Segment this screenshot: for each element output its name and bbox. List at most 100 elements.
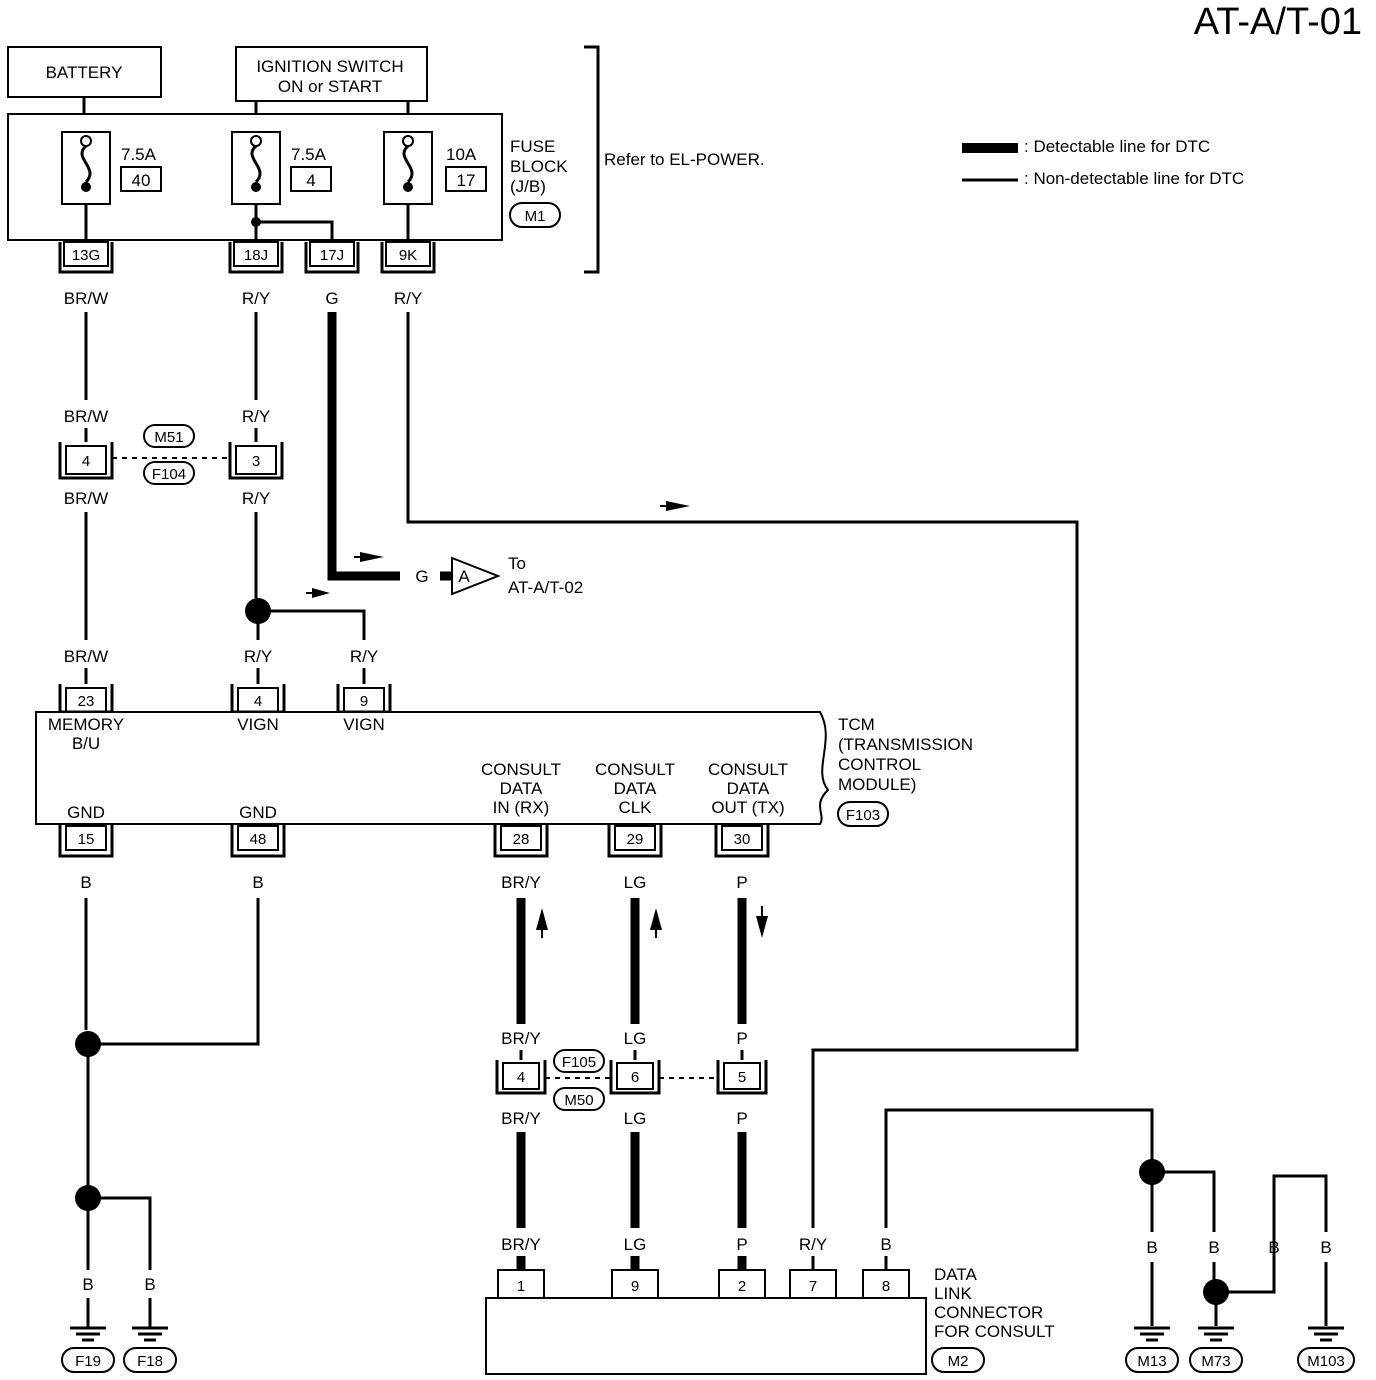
junction-m51: 4 3 M51 F104 [58, 424, 284, 485]
tcm-memory-1: MEMORY [48, 715, 124, 734]
tcm-pin-4: 4 [230, 684, 286, 714]
wire-label-ry-6: R/Y [350, 647, 378, 666]
tcm-clk-1: CONSULT [595, 760, 675, 779]
tcm-title-1: TCM [838, 715, 875, 734]
tcm-pin-9: 9 [336, 684, 392, 714]
tcm-vign-2: VIGN [343, 715, 385, 734]
fuse-4 [231, 131, 281, 205]
svg-text:9K: 9K [399, 247, 417, 264]
wire-label-ry-2: R/Y [394, 289, 422, 308]
tcm-vign-1: VIGN [237, 715, 279, 734]
svg-text:M13: M13 [1137, 1353, 1166, 1370]
dlc-title-4: FOR CONSULT [934, 1322, 1055, 1341]
svg-text:M73: M73 [1201, 1353, 1230, 1370]
tcm-tx-2: DATA [727, 779, 770, 798]
wire-label-g-2: G [415, 567, 428, 586]
wire-label-bry-1: BR/Y [501, 873, 541, 892]
fuse-number-1: 40 [132, 171, 151, 190]
wire-label-b-6: B [1208, 1238, 1219, 1257]
tcm-clk-3: CLK [618, 798, 652, 817]
svg-text:M103: M103 [1307, 1353, 1345, 1370]
svg-text:4: 4 [254, 693, 262, 710]
tcm-tx-3: OUT (TX) [711, 798, 784, 817]
wire-label-b-9: B [880, 1235, 891, 1254]
wire-label-b-8: B [1320, 1238, 1331, 1257]
ignition-label-1: IGNITION SWITCH [256, 57, 403, 76]
svg-text:9: 9 [360, 693, 368, 710]
fuse-17 [383, 131, 433, 205]
svg-text:1: 1 [517, 1278, 525, 1295]
svg-text:9: 9 [631, 1278, 639, 1295]
wire-label-p-2: P [736, 1029, 747, 1048]
wire-label-p-4: P [736, 1235, 747, 1254]
wire-label-p-3: P [736, 1109, 747, 1128]
wire-label-bry-2: BR/Y [501, 1029, 541, 1048]
wire-label-lg-3: LG [624, 1109, 647, 1128]
wire-label-g-1: G [325, 289, 338, 308]
tcm-rx-1: CONSULT [481, 760, 561, 779]
svg-text:8: 8 [882, 1278, 890, 1295]
wire-label-b-5: B [1146, 1238, 1157, 1257]
dlc-pin-9: 9 [611, 1269, 659, 1299]
tcm-pin-23: 23 [58, 684, 114, 714]
svg-text:28: 28 [513, 831, 530, 848]
fuse-40 [61, 131, 111, 205]
svg-text:17J: 17J [320, 247, 344, 264]
ground-m103: M103 [1297, 1326, 1355, 1373]
ignition-switch-box [235, 46, 428, 102]
battery-label: BATTERY [46, 63, 123, 82]
data-link-connector [485, 1297, 927, 1375]
wire-label-lg-1: LG [624, 873, 647, 892]
terminal-13g: 13G [58, 241, 114, 274]
wire-label-bry-3: BR/Y [501, 1109, 541, 1128]
wire-label-ry-3: R/Y [242, 407, 270, 426]
tcm-pin-28: 28 [493, 824, 549, 858]
legend-thick-label: : Detectable line for DTC [1024, 137, 1210, 156]
svg-text:13G: 13G [72, 247, 100, 264]
svg-text:18J: 18J [244, 247, 268, 264]
tcm-pin-30: 30 [714, 824, 770, 858]
page-id: AT-A/T-01 [1194, 1, 1362, 43]
fuse-rating-3: 10A [446, 145, 477, 164]
tcm-clk-2: DATA [614, 779, 657, 798]
wire-label-brw-4: BR/W [64, 647, 108, 666]
svg-text:4: 4 [517, 1069, 525, 1086]
terminal-18j: 18J [228, 241, 284, 274]
battery-box [7, 46, 162, 98]
svg-text:M50: M50 [564, 1092, 593, 1109]
wire-label-lg-4: LG [624, 1235, 647, 1254]
wire-label-ry-4: R/Y [242, 489, 270, 508]
terminal-9k: 9K [380, 241, 436, 274]
fuse-rating-1: 7.5A [121, 145, 157, 164]
ignition-label-2: ON or START [278, 77, 382, 96]
wire-label-ry-7: R/Y [799, 1235, 827, 1254]
svg-text:15: 15 [78, 831, 95, 848]
ground-m73: M73 [1189, 1326, 1243, 1373]
svg-text:F104: F104 [152, 466, 186, 483]
dlc-pin-7: 7 [789, 1269, 837, 1299]
svg-text:4: 4 [82, 453, 90, 470]
legend: : Detectable line for DTC : Non-detectab… [962, 137, 1244, 188]
svg-text:48: 48 [250, 831, 267, 848]
tcm-gnd-1: GND [67, 803, 105, 822]
tcm-rx-2: DATA [500, 779, 543, 798]
svg-text:F19: F19 [75, 1353, 101, 1370]
tcm-gnd-2: GND [239, 803, 277, 822]
wire-label-lg-2: LG [624, 1029, 647, 1048]
ground-f19: F19 [61, 1298, 115, 1373]
wire-label-ry-5: R/Y [244, 647, 272, 666]
terminal-17j: 17J [304, 241, 360, 274]
fuse-block-label-2: BLOCK [510, 157, 568, 176]
wire-label-brw-3: BR/W [64, 489, 108, 508]
fuse-block-label-1: FUSE [510, 137, 555, 156]
svg-text:23: 23 [78, 693, 95, 710]
svg-text:6: 6 [631, 1069, 639, 1086]
svg-text:29: 29 [627, 831, 644, 848]
svg-text:2: 2 [738, 1278, 746, 1295]
legend-thin-label: : Non-detectable line for DTC [1024, 169, 1244, 188]
offpage-connector [451, 556, 501, 596]
fuse-number-2: 4 [306, 171, 315, 190]
svg-text:30: 30 [734, 831, 751, 848]
ground-m13: M13 [1125, 1326, 1179, 1373]
dlc-title-2: LINK [934, 1284, 972, 1303]
